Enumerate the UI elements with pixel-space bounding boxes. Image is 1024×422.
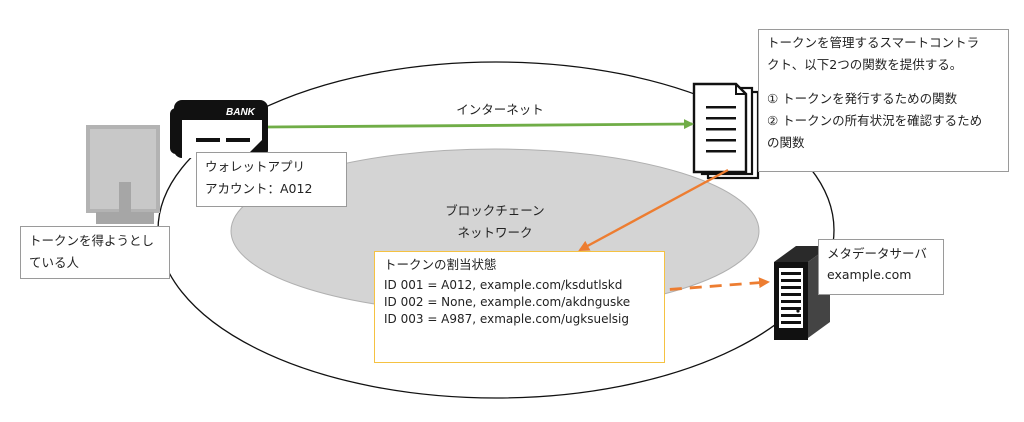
smart-contract-box: トークンを管理するスマートコントラ クト、以下2つの関数を提供する。 ① トーク… xyxy=(758,29,1009,172)
blockchain-label-line1: ブロックチェーン xyxy=(445,203,545,218)
contract-function-2-cont: の関数 xyxy=(767,135,805,150)
metadata-server-name: メタデータサーバ xyxy=(827,246,927,261)
bank-card-label: BANK xyxy=(226,107,256,118)
token-state-note: トークンの割当状態 ID 001 = A012, example.com/ksd… xyxy=(374,251,665,363)
wallet-app-box: ウォレットアプリ アカウント：A012 xyxy=(196,152,347,207)
metadata-server-box: メタデータサーバ example.com xyxy=(818,239,944,295)
monitor-icon xyxy=(86,125,160,224)
blockchain-network-label: ブロックチェーン ネットワーク xyxy=(420,200,570,244)
contract-desc-line2: クト、以下2つの関数を提供する。 xyxy=(767,57,963,72)
token-state-row: ID 003 = A987, exmaple.com/ugksuelsig xyxy=(384,312,630,326)
internet-label: インターネット xyxy=(456,102,544,117)
metadata-server-domain: example.com xyxy=(827,267,912,282)
document-stack-icon xyxy=(692,82,760,180)
token-state-title: トークンの割当状態 xyxy=(384,257,497,272)
contract-function-2: ② トークンの所有状況を確認するため xyxy=(767,113,983,128)
wallet-account: アカウント：A012 xyxy=(205,181,313,196)
contract-desc-line1: トークンを管理するスマートコントラ xyxy=(767,35,980,50)
user-label-box: トークンを得ようとし ている人 xyxy=(20,226,170,279)
token-state-row: ID 001 = A012, example.com/ksdutlskd xyxy=(384,278,623,292)
blockchain-label-line2: ネットワーク xyxy=(457,225,533,240)
internet-arrow xyxy=(267,119,694,130)
wallet-app-name: ウォレットアプリ xyxy=(205,159,306,174)
user-label-line1: トークンを得ようとし xyxy=(29,233,155,248)
contract-to-state-arrow xyxy=(578,168,729,252)
user-label-line2: ている人 xyxy=(29,255,80,270)
contract-function-1: ① トークンを発行するための関数 xyxy=(767,91,958,106)
bank-card-icon xyxy=(170,100,268,158)
token-state-row: ID 002 = None, example.com/akdnguske xyxy=(384,295,631,309)
